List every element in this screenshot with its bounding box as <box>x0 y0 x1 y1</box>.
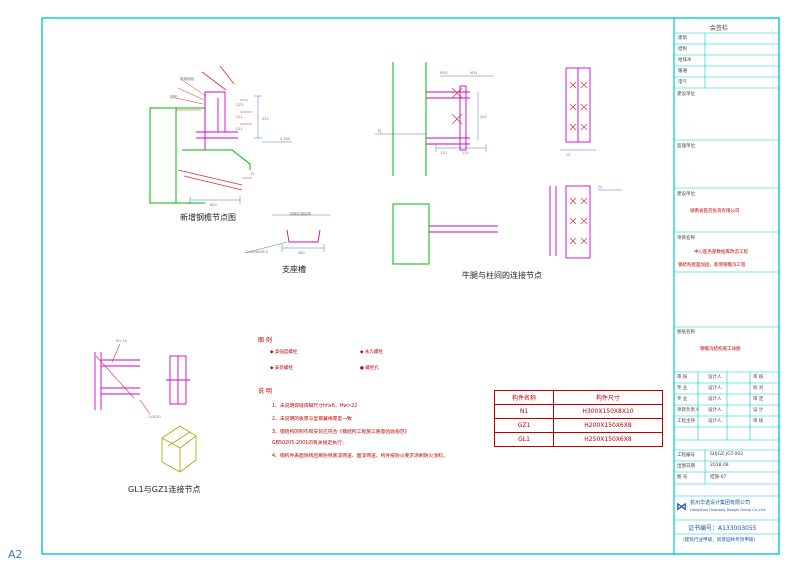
sign-title: 会签栏 <box>710 25 729 32</box>
table-row: GL1 H250X150X6X8 <box>494 432 663 447</box>
component-spec-table: 构件名称 构件尺寸 N1 H300X150X8X10 GZ1 H200X150X… <box>494 390 663 447</box>
svg-text:CH0060X8.0: CH0060X8.0 <box>246 250 268 254</box>
svg-text:GZ1: GZ1 <box>236 103 243 107</box>
legend-item: ◆ 安装螺栓 <box>270 366 293 371</box>
table-header: 构件尺寸 <box>553 390 663 405</box>
drawing-name: 钢檐沟结构施工详图 <box>700 347 741 352</box>
sheet-frame <box>41 17 780 555</box>
sub-project-name: 钢结构屋面加固，新增钢檐沟工程 <box>678 263 746 268</box>
title-column-connection: 牛腿与柱间的连接节点 <box>462 271 542 280</box>
svg-text:hf=10: hf=10 <box>116 339 127 343</box>
title-beam-connection: GL1与GZ1连接节点 <box>128 485 201 494</box>
title-block-grid <box>674 32 779 535</box>
svg-text:GL1: GL1 <box>236 115 243 119</box>
table-row: GZ1 H200X150X6X8 <box>494 418 663 433</box>
svg-text:130: 130 <box>440 151 447 155</box>
beam-connection-drawing: hf=10 -10X10 <box>94 339 197 473</box>
svg-text:200: 200 <box>480 115 487 119</box>
client-name: 湖南省医药投资有限公司 <box>690 209 740 214</box>
svg-text:800: 800 <box>210 203 217 207</box>
svg-text:4.300: 4.300 <box>280 137 290 141</box>
company-name-en: Hangzhou Huanong Design Group Co.,Ltd. <box>690 508 767 512</box>
title-new-gutter-node: 新增钢檐节点图 <box>180 213 236 222</box>
note-line: 4、钢构件表面除锈后刷防锈底漆两道、面漆两道，构件按防火要求涂刷防火涂料。 <box>272 454 448 459</box>
company-name-cn: 杭州华诺设计集团有限公司 <box>690 500 751 506</box>
certificate-number: 证书编号：A133003055 <box>688 525 757 532</box>
svg-text:M20: M20 <box>440 71 447 75</box>
company-logo-icon: ⋈ <box>676 500 687 513</box>
table-header: 构件名称 <box>494 390 554 405</box>
sign-row-label: 给排水 <box>678 58 692 63</box>
section-label: 图纸名称 <box>677 330 695 335</box>
svg-text:15: 15 <box>250 172 254 176</box>
table-row: N1 H300X150X8X10 <box>494 404 663 419</box>
gutter-node-drawing: 新增钢板 钢板 GZ1 GL1 GL1 425 4.300 15 800 <box>149 65 292 207</box>
bolt-symbol-icon: ◆ <box>270 350 274 355</box>
section-label: 建设单位 <box>677 92 695 97</box>
svg-text:钢板: 钢板 <box>170 94 177 99</box>
note-line: 1、未说明焊缝焊脚尺寸hf≥6，Hw>22 <box>272 404 358 409</box>
section-label: 建设单位 <box>677 192 695 197</box>
title-support-channel: 支座槽 <box>282 265 306 274</box>
svg-text:425: 425 <box>262 117 269 121</box>
svg-text:-10X10: -10X10 <box>148 415 161 419</box>
sign-row-label: 建筑 <box>678 36 687 41</box>
notes-title: 说 明 <box>258 388 272 395</box>
note-line: 3、钢结构的制作和安装应符合《钢结构工程施工质量验收规范》 <box>272 430 410 435</box>
svg-text:新增钢板: 新增钢板 <box>180 76 194 81</box>
legend-item: ◆ 永久螺栓 <box>360 350 383 355</box>
section-label: 监理单位 <box>677 144 695 149</box>
sign-row-label: 结构 <box>678 47 687 52</box>
svg-text:110: 110 <box>462 151 469 155</box>
svg-text:GJ: GJ <box>598 185 602 189</box>
bolt-hole-icon: ● <box>360 366 364 371</box>
bolt-symbol-icon: ◆ <box>360 350 364 355</box>
support-channel-drawing: 钢板拉接结构 CH0060X8.0 380 <box>244 211 330 255</box>
legend-item: ● 螺栓孔 <box>360 366 379 371</box>
column-connection-drawing: M20 M24 130 110 200 20 GJ 柱 <box>375 62 622 265</box>
sign-row-label: 暖通 <box>678 69 687 74</box>
legend-title: 图 例 <box>258 337 272 344</box>
section-label: 项目名称 <box>677 236 695 241</box>
svg-text:柱: 柱 <box>378 128 382 133</box>
project-name: 中心医务部数据库改造工程 <box>694 250 748 255</box>
bolt-symbol-icon: ◆ <box>270 366 274 371</box>
sign-row-label: 电气 <box>678 80 687 85</box>
svg-text:20: 20 <box>566 153 570 157</box>
note-line: 2、未说明的板厚与型钢翼缘厚度一致 <box>272 417 352 422</box>
sheet-size-label: A2 <box>8 548 23 561</box>
legend-item: ◆ 高强度螺栓 <box>270 350 298 355</box>
qualification-note: （建筑行业甲级，风景园林专项甲级） <box>680 538 759 543</box>
svg-text:380: 380 <box>298 251 305 255</box>
svg-text:钢板拉接结构: 钢板拉接结构 <box>290 211 311 216</box>
note-line: GB50205-2001的有关规定执行； <box>272 441 347 446</box>
svg-text:M24: M24 <box>470 71 478 75</box>
svg-text:GL1: GL1 <box>236 127 243 131</box>
